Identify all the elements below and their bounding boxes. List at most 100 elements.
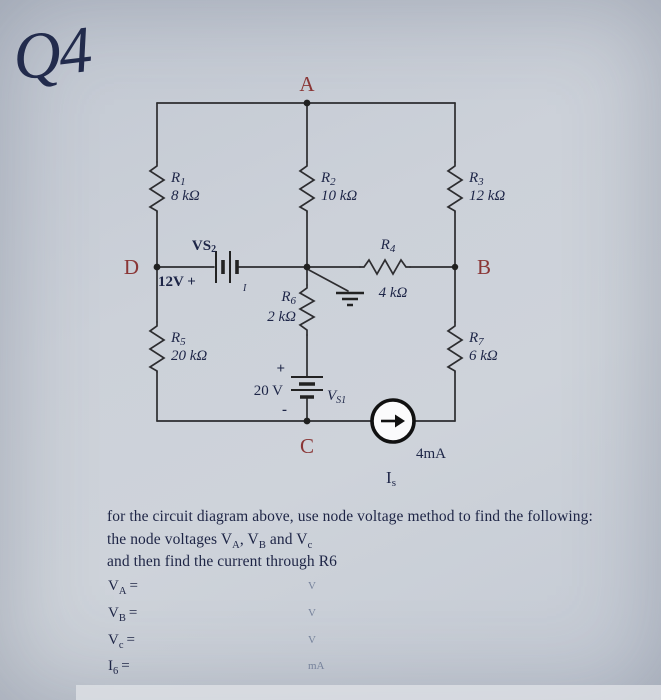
- problem-line-2: the node voltages VA, VB and Vc: [107, 531, 312, 551]
- answer-row-i6: I6= mA: [108, 658, 528, 677]
- answer-label-i6: I6=: [108, 658, 130, 677]
- r1-value: 8 kΩ: [171, 188, 200, 204]
- problem-line-1: for the circuit diagram above, use node …: [107, 508, 593, 525]
- node-c-dot: [303, 417, 311, 425]
- vs2-value: 12V +: [158, 274, 196, 290]
- ground-symbol: [336, 291, 364, 307]
- r3-symbol-text: R: [468, 170, 478, 186]
- node-label-c: C: [300, 434, 314, 458]
- node-label-a: A: [299, 72, 315, 96]
- r3-value: 12 kΩ: [469, 188, 505, 204]
- r1-subscript: 1: [180, 176, 186, 188]
- r4-value: 4 kΩ: [379, 285, 408, 301]
- resistor-r1-symbol: [148, 161, 166, 213]
- i6-equals-sign: =: [121, 658, 130, 674]
- vs1-battery-short-plates: [299, 382, 315, 399]
- r6-label: R6: [280, 289, 296, 307]
- vs2-name: VS2: [192, 238, 216, 255]
- r1-label: R1: [170, 170, 186, 188]
- answer-row-va: VA= V: [108, 578, 528, 597]
- node-label-b: B: [477, 255, 491, 279]
- resistor-r3-symbol: [446, 161, 464, 213]
- resistor-r4-symbol: [359, 258, 411, 276]
- is-symbol-text: I: [386, 468, 392, 487]
- vs1-minus-sign: -: [282, 402, 287, 418]
- r7-label: R7: [468, 330, 484, 348]
- vb-subscript: B: [118, 613, 126, 624]
- vs2-symbol-text: VS: [192, 238, 211, 254]
- resistor-r5-symbol: [148, 321, 166, 373]
- vs1-value: 20 V: [254, 383, 283, 399]
- r2-symbol-text: R: [320, 170, 330, 186]
- circuit-diagram: Q4 A D: [9, 13, 505, 489]
- r6-symbol-text: R: [280, 289, 290, 305]
- resistor-r2-symbol: [298, 161, 316, 213]
- node-b-dot: [451, 263, 459, 271]
- r4-subscript: 4: [390, 243, 396, 255]
- vb-symbol: V: [108, 605, 119, 621]
- paper-edge: [76, 685, 661, 700]
- r1-symbol-text: R: [170, 170, 180, 186]
- vs2-subscript: 2: [211, 244, 216, 255]
- vs1-plus-sign: +: [276, 361, 285, 377]
- current-source-arrowhead: [395, 414, 405, 428]
- i6-unit: mA: [308, 660, 325, 672]
- answer-row-vc: Vc= V: [108, 632, 528, 651]
- middle-junction-dot: [303, 263, 311, 271]
- vb-equals-sign: =: [128, 605, 138, 621]
- vs1-subscript: S1: [336, 395, 346, 406]
- node-a-dot: [303, 99, 311, 107]
- r4-symbol-text: R: [380, 237, 390, 253]
- r6-value: 2 kΩ: [267, 309, 296, 325]
- vs2-current-label: I: [242, 283, 247, 294]
- current-source-value: 4mA: [416, 446, 446, 462]
- problem-line-3: and then find the current through R6: [107, 553, 338, 570]
- vc-unit: V: [308, 634, 316, 646]
- node-a-subscript: A: [232, 540, 240, 552]
- node-c-subscript: c: [307, 540, 313, 552]
- handwritten-question-number: Q4: [9, 13, 95, 95]
- problem-line-2-text-b: , V: [239, 531, 259, 548]
- vc-equals-sign: =: [126, 632, 135, 648]
- va-equals-sign: =: [129, 578, 138, 594]
- r6-subscript: 6: [291, 295, 297, 307]
- resistor-r7-symbol: [446, 321, 464, 373]
- r7-symbol-text: R: [468, 330, 478, 346]
- vc-symbol: V: [108, 632, 119, 648]
- r7-subscript: 7: [478, 336, 484, 348]
- vs1-symbol-text: V: [327, 388, 338, 404]
- va-subscript: A: [118, 586, 127, 597]
- va-symbol: V: [108, 578, 119, 594]
- vs2-battery-short-plates: [221, 260, 239, 274]
- r5-value: 20 kΩ: [171, 348, 207, 364]
- r2-subscript: 2: [330, 176, 336, 188]
- r5-symbol-text: R: [170, 330, 180, 346]
- vs2-battery-long-plates: [215, 251, 231, 283]
- r5-label: R5: [170, 330, 186, 348]
- vc-subscript: c: [118, 640, 124, 651]
- problem-line-2-text-a: the node voltages V: [107, 531, 233, 548]
- current-source-name: Is: [386, 468, 396, 489]
- node-label-d: D: [124, 255, 139, 279]
- i6-subscript: 6: [113, 666, 119, 677]
- vs1-battery-long-plates: [291, 376, 323, 391]
- answer-label-va: VA=: [108, 578, 138, 597]
- vb-unit: V: [308, 607, 316, 619]
- answer-label-vc: Vc=: [108, 632, 135, 651]
- problem-line-2-text-c: and V: [265, 531, 308, 548]
- answer-label-vb: VB=: [108, 605, 138, 624]
- answer-row-vb: VB= V: [108, 605, 528, 624]
- node-b-subscript: B: [258, 540, 266, 552]
- is-subscript: s: [392, 477, 396, 489]
- resistor-r6-symbol: [298, 284, 316, 336]
- r2-value: 10 kΩ: [321, 188, 357, 204]
- va-unit: V: [308, 580, 316, 592]
- vs1-name: VS1: [327, 388, 346, 406]
- r4-label: R4: [380, 237, 396, 255]
- i6-symbol: I: [108, 658, 113, 674]
- r3-subscript: 3: [477, 176, 484, 188]
- r3-label: R3: [468, 170, 484, 188]
- ground-connection-wire: [308, 269, 349, 292]
- node-d-dot: [153, 263, 161, 271]
